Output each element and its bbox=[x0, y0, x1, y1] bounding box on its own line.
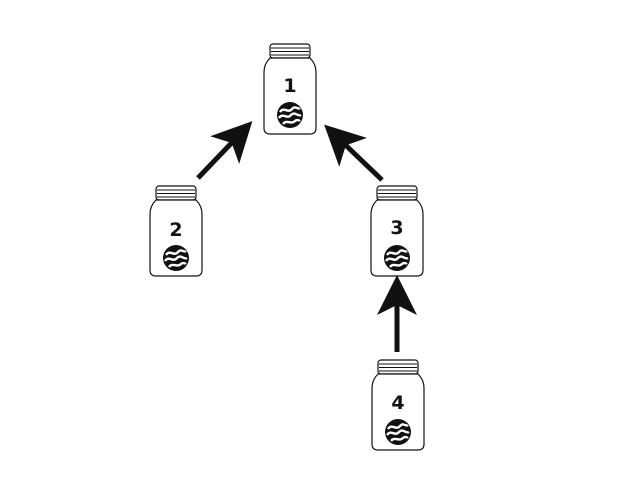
jar-1: 1 bbox=[263, 43, 317, 135]
jar-3: 3 bbox=[370, 185, 424, 277]
marble-icon bbox=[277, 102, 303, 128]
arrow-3-to-1 bbox=[324, 124, 384, 182]
jar-4: 4 bbox=[371, 359, 425, 451]
jar-label: 4 bbox=[391, 392, 404, 414]
marble-icon bbox=[384, 245, 410, 271]
jar-label: 3 bbox=[390, 217, 403, 239]
jar-label: 2 bbox=[169, 219, 182, 241]
jar-2: 2 bbox=[149, 185, 203, 277]
arrow-2-to-1 bbox=[196, 121, 253, 180]
marble-icon bbox=[163, 245, 189, 271]
jar-label: 1 bbox=[283, 75, 296, 97]
marble-icon bbox=[385, 419, 411, 445]
